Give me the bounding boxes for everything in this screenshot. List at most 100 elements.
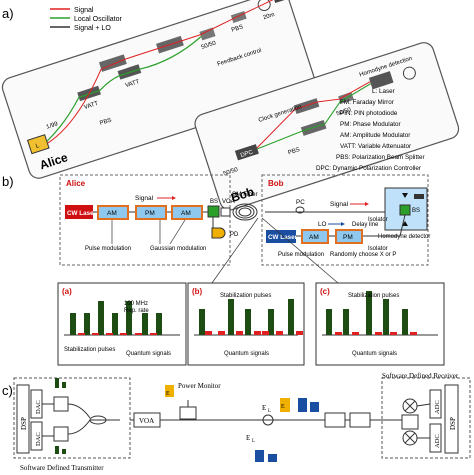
label-pbs-left: PBS bbox=[99, 118, 112, 127]
subpanel-label-3: (c) bbox=[320, 287, 330, 296]
stabilization-pulse-bar bbox=[126, 301, 132, 335]
bob-signal-path bbox=[256, 81, 371, 149]
quantum-signal-bar bbox=[205, 331, 212, 335]
stabilization-pulse-bar bbox=[112, 313, 118, 335]
rx-combiner-ring bbox=[262, 414, 274, 426]
voa-box bbox=[133, 412, 161, 428]
subpanel-quantum-text-3: Quantum signals bbox=[352, 351, 397, 357]
stabilization-pulse-bar bbox=[383, 299, 389, 335]
tx-output-marker bbox=[165, 385, 174, 397]
sm-fiber-text: SM Fiber bbox=[232, 191, 258, 198]
alice-pm-text: PM bbox=[145, 210, 155, 217]
rx-lo-marker-2 bbox=[310, 402, 319, 412]
stabilization-pulse-bar bbox=[199, 309, 205, 335]
key-line-4: PM: Phase Modulator bbox=[340, 121, 401, 128]
stabilization-pulse-bar bbox=[288, 299, 294, 335]
homodyne-detector-text: Homodyne detector bbox=[378, 234, 430, 240]
bob-lo-path bbox=[257, 83, 372, 150]
label-1-99: 1/99 bbox=[46, 121, 60, 131]
cw-laser-bob bbox=[266, 230, 296, 243]
quantum-signal-bar bbox=[92, 333, 99, 335]
panel-b-label: b) bbox=[2, 174, 14, 189]
label-50-50-bob-top: 50/50 bbox=[336, 107, 353, 118]
rx-e-l-bottom: E bbox=[246, 434, 250, 442]
sm-fiber-spool bbox=[232, 203, 258, 221]
key-line-8: DPC: Dynamic Polarization Controller bbox=[316, 165, 421, 172]
rx-bottom-lo bbox=[255, 450, 264, 462]
quantum-signal-bar bbox=[236, 331, 243, 335]
cw-laser-alice-text: CW Laser bbox=[67, 210, 97, 217]
quantum-signal-bar bbox=[262, 331, 269, 335]
quantum-signal-bar bbox=[352, 332, 359, 335]
subpanel-label-2: (b) bbox=[192, 287, 203, 296]
quantum-signal-bar bbox=[276, 331, 283, 335]
label-20m-top: 20m bbox=[263, 12, 276, 21]
bob-am bbox=[301, 229, 329, 244]
tx-bar-3 bbox=[55, 446, 59, 454]
label-50-50-top: 50/50 bbox=[201, 40, 218, 51]
subpanel-quantum-text-1: Quantum signals bbox=[126, 351, 171, 357]
rx-pol-box bbox=[324, 412, 346, 428]
dac-2-text: DAC bbox=[35, 432, 42, 446]
quantum-signal-bar bbox=[410, 332, 417, 335]
alice-board-outline bbox=[1, 0, 316, 179]
alice-pm bbox=[135, 205, 167, 220]
alice-lo-path bbox=[46, 36, 202, 142]
stabilization-pulse-bar bbox=[98, 301, 104, 335]
rx-e-label: E bbox=[262, 404, 266, 412]
power-monitor-text: Power Monitor bbox=[178, 382, 221, 390]
stabilization-pulse-bar bbox=[70, 313, 76, 335]
stabilization-pulse-bar bbox=[228, 299, 234, 335]
bob-board-outline bbox=[194, 42, 460, 211]
tx-wires bbox=[42, 403, 120, 437]
key-line-2: FM: Faraday Mirror bbox=[340, 99, 394, 106]
bob-dashed-box bbox=[261, 174, 429, 266]
stabilization-pulse-bar bbox=[268, 309, 274, 335]
subpanel-stab-text-2: Stabilization pulses bbox=[220, 293, 271, 299]
dsp-left-box bbox=[16, 384, 30, 454]
subpanel-label-1: (a) bbox=[62, 287, 72, 296]
rx-l-sub-bottom: L bbox=[252, 439, 255, 444]
dsp-right-text: DSP bbox=[449, 417, 457, 430]
receiver-box bbox=[381, 377, 471, 459]
quantum-signal-bar bbox=[106, 333, 113, 335]
power-monitor-box bbox=[179, 406, 197, 420]
tx-bar-1 bbox=[55, 378, 59, 388]
quantum-signal-bar bbox=[120, 333, 127, 335]
rx-mixer-bottom-x2 bbox=[404, 432, 416, 444]
fiber-ring-2 bbox=[235, 205, 255, 219]
key-line-5: AM: Amplitude Modulator bbox=[340, 132, 410, 139]
bob-lo-to-bs bbox=[399, 214, 406, 237]
transmitter-text: Software Defined Transmitter bbox=[20, 464, 104, 472]
homodyne-diode-bottom-icon bbox=[402, 221, 408, 226]
bob-pc-loop bbox=[295, 206, 305, 214]
alice-signal-text: Signal bbox=[135, 195, 154, 202]
label-dpc: DPC bbox=[240, 149, 255, 159]
quantum-signal-bar bbox=[296, 331, 303, 335]
homodyne-block bbox=[368, 71, 394, 90]
alice-board: Alice L 1/99 VATT VATT 50/50 PBS 20m FM … bbox=[1, 0, 316, 179]
label-vatt-2: VATT bbox=[125, 79, 141, 89]
stabilization-pulse-bar bbox=[142, 313, 148, 335]
rx-pc-box bbox=[349, 412, 371, 428]
alice-signal-arrowhead bbox=[172, 196, 176, 200]
stabilization-pulse-bar bbox=[326, 309, 332, 335]
stabilization-pulse-bar bbox=[84, 313, 90, 335]
tx-e-s: E bbox=[166, 391, 170, 397]
panel-a-label: a) bbox=[2, 6, 14, 21]
rx-l-sub: L bbox=[268, 409, 271, 414]
quantum-signal-bar bbox=[375, 332, 382, 335]
legend-signal-text: Signal bbox=[74, 7, 94, 14]
fiber-ring-1 bbox=[232, 203, 258, 221]
key-line-6: VATT: Variable Attenuator bbox=[340, 143, 411, 150]
rx-hybrid bbox=[401, 414, 419, 430]
label-50-50-bob: 50/50 bbox=[223, 167, 240, 178]
alice-pd-shape bbox=[211, 227, 226, 239]
alice-bs-text: BS bbox=[210, 199, 218, 205]
subpanel-stab-text-3: Stabilization pulses bbox=[348, 293, 399, 299]
tx-iq-box-1 bbox=[53, 396, 69, 412]
rx-bottom-lo-2 bbox=[268, 454, 277, 462]
bob-board-label: Bob bbox=[229, 184, 256, 205]
subpanel-quantum-text-2: Quantum signals bbox=[224, 351, 269, 357]
